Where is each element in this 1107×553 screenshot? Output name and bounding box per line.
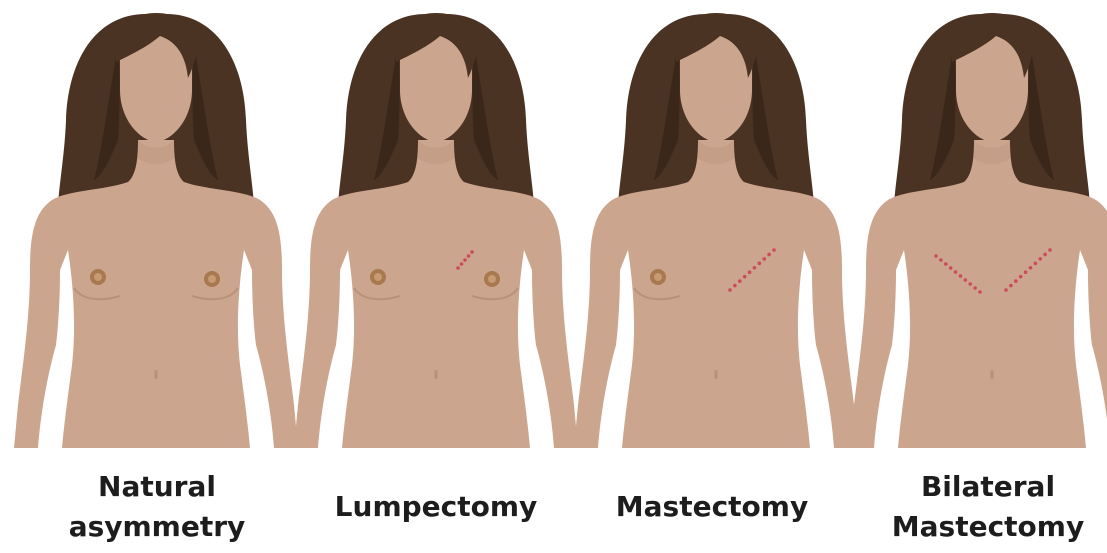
navel-icon xyxy=(435,370,438,379)
scar-dot xyxy=(1043,253,1047,257)
scar-dot xyxy=(1004,288,1008,292)
scar-dot xyxy=(964,278,968,282)
scar-dot xyxy=(968,282,972,286)
scar-dot xyxy=(1024,270,1028,274)
scar-dot xyxy=(1019,275,1023,279)
torso-shape xyxy=(574,140,858,448)
left-nipple-center xyxy=(94,273,102,281)
scar-dot xyxy=(949,266,953,270)
scar-dot xyxy=(758,262,762,266)
navel-icon xyxy=(155,370,158,379)
scar-dot xyxy=(1034,262,1038,266)
scar-dot xyxy=(959,274,963,278)
figure-bilateral-mastectomy xyxy=(850,13,1107,448)
caption-natural-asymmetry: Natural asymmetry xyxy=(37,462,277,552)
scar-dot xyxy=(743,275,747,279)
scar-dot xyxy=(456,266,460,270)
scar-dot xyxy=(762,257,766,261)
torso-shape xyxy=(294,140,578,448)
scar-dot xyxy=(973,286,977,290)
scar-dot xyxy=(944,262,948,266)
left-nipple-center xyxy=(654,273,662,281)
caption-mastectomy: Mastectomy xyxy=(592,462,832,552)
scar-dot xyxy=(772,248,776,252)
figure-mastectomy xyxy=(574,13,858,448)
scar-dot xyxy=(767,253,771,257)
scar-dot xyxy=(1048,248,1052,252)
right-nipple-center xyxy=(488,275,496,283)
scar-dot xyxy=(753,266,757,270)
navel-icon xyxy=(991,370,994,379)
scar-dot xyxy=(1038,257,1042,261)
scar-dot xyxy=(463,258,467,262)
scar-dot xyxy=(1029,266,1033,270)
scar-dot xyxy=(467,254,471,258)
figure-lumpectomy xyxy=(294,13,578,448)
scar-dot xyxy=(738,279,742,283)
scar-dot xyxy=(934,254,938,258)
scar-dot xyxy=(748,270,752,274)
caption-bilateral-mastectomy: Bilateral Mastectomy xyxy=(868,462,1107,552)
caption-lumpectomy: Lumpectomy xyxy=(316,462,556,552)
figure-natural-asymmetry xyxy=(14,13,298,448)
scar-dot xyxy=(470,250,474,254)
torso-shape xyxy=(14,140,298,448)
left-nipple-center xyxy=(374,273,382,281)
scar-dot xyxy=(1014,279,1018,283)
scar-dot xyxy=(954,270,958,274)
right-nipple-center xyxy=(208,275,216,283)
scar-dot xyxy=(978,290,982,294)
scar-dot xyxy=(728,288,732,292)
scar-dot xyxy=(733,284,737,288)
scar-dot xyxy=(939,258,943,262)
navel-icon xyxy=(715,370,718,379)
scar-dot xyxy=(460,262,464,266)
scar-dot xyxy=(1009,284,1013,288)
